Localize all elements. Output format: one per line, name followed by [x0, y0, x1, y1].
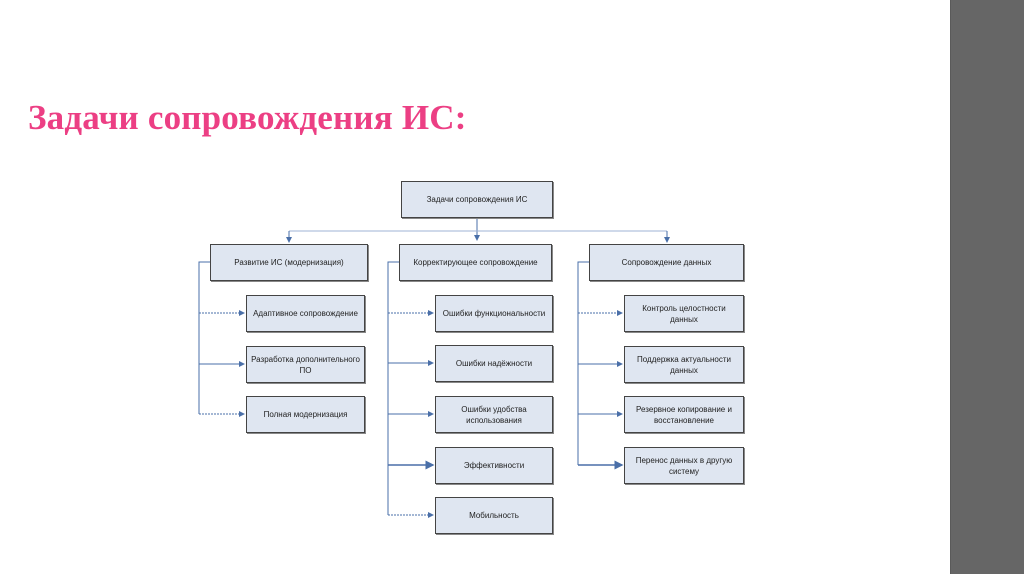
node-data-integrity: Контроль целостности данных: [624, 295, 744, 332]
node-mobility: Мобильность: [435, 497, 553, 534]
connector-lines: [198, 218, 670, 518]
connector-branch-2-spine: [387, 261, 399, 515]
node-backup-restore: Резервное копирование и восстановление: [624, 396, 744, 433]
connector-branch-3-spine: [577, 261, 589, 465]
node-root: Задачи сопровождения ИС: [401, 181, 553, 218]
node-additional-software: Разработка дополнительного ПО: [246, 346, 365, 383]
node-adaptive-maintenance: Адаптивное сопровождение: [246, 295, 365, 332]
node-usability-errors: Ошибки удобства использования: [435, 396, 553, 433]
side-bar: [950, 0, 1024, 574]
node-branch-corrective: Корректирующее сопровождение: [399, 244, 552, 281]
node-efficiency: Эффективности: [435, 447, 553, 484]
slide-title: Задачи сопровождения ИС:: [28, 98, 467, 137]
node-branch-development: Развитие ИС (модернизация): [210, 244, 368, 281]
node-reliability-errors: Ошибки надёжности: [435, 345, 553, 382]
node-data-migration: Перенос данных в другую систему: [624, 447, 744, 484]
node-data-actuality: Поддержка актуальности данных: [624, 346, 744, 383]
connector-branch-1-spine: [198, 261, 210, 414]
node-full-modernization: Полная модернизация: [246, 396, 365, 433]
node-branch-data: Сопровождение данных: [589, 244, 744, 281]
node-functionality-errors: Ошибки функциональности: [435, 295, 553, 332]
